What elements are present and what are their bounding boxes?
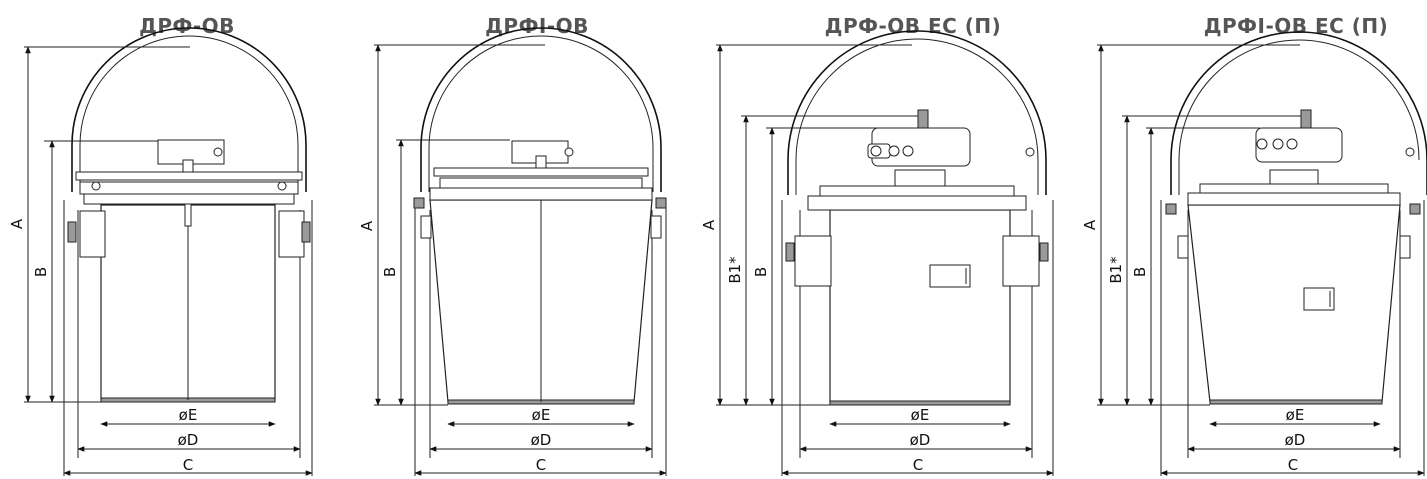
bracket-left — [794, 235, 832, 287]
drawing-drf-ov: A B øE øD C — [8, 27, 313, 476]
dim-label-c: C — [536, 456, 546, 474]
dim-label-c: C — [183, 456, 193, 474]
drum-body — [829, 209, 1011, 404]
dim-label-e: øE — [179, 406, 198, 424]
drum-body — [1187, 204, 1401, 403]
dim-label-a: A — [1081, 219, 1099, 230]
dim-label-a: A — [8, 218, 26, 229]
handle-arc — [420, 27, 662, 192]
dim-label-a: A — [700, 219, 718, 230]
dim-label-d: øD — [910, 431, 931, 449]
handle-arc — [787, 30, 1047, 195]
drawing-drfi-ov-es: A B1* B øE øD C — [1081, 31, 1427, 476]
dim-label-c: C — [1288, 456, 1298, 474]
drawing-title-3: ДРФ-ОВ ЕС (П) — [824, 14, 1002, 38]
dim-label-e: øE — [1286, 406, 1305, 424]
dim-label-e: øE — [911, 406, 930, 424]
dim-label-d: øD — [178, 431, 199, 449]
dim-label-b1: B1* — [1107, 256, 1125, 284]
dim-label-d: øD — [1285, 431, 1306, 449]
dim-label-e: øE — [532, 406, 551, 424]
drawing-drfi-ov: A B øE øD C — [358, 27, 667, 476]
dim-label-a: A — [358, 220, 376, 231]
bracket-right — [278, 210, 305, 258]
dim-label-b1: B1* — [726, 256, 744, 284]
dim-label-b: B — [1131, 267, 1149, 277]
dim-label-b: B — [381, 267, 399, 277]
bracket-right — [1002, 235, 1040, 287]
drawing-title-4: ДРФІ-ОВ ЕС (П) — [1203, 14, 1389, 38]
motor-housing — [1255, 127, 1343, 163]
drawing-drf-ov-es: A B1* B øE øD C — [700, 30, 1054, 476]
dim-label-c: C — [913, 456, 923, 474]
handle-arc — [71, 27, 307, 192]
handle-arc — [1170, 31, 1427, 195]
dim-label-d: øD — [531, 431, 552, 449]
drawing-title-1: ДРФ-ОВ — [139, 14, 235, 38]
dim-label-b: B — [32, 267, 50, 277]
bracket-left — [79, 210, 106, 258]
dim-label-b: B — [752, 267, 770, 277]
